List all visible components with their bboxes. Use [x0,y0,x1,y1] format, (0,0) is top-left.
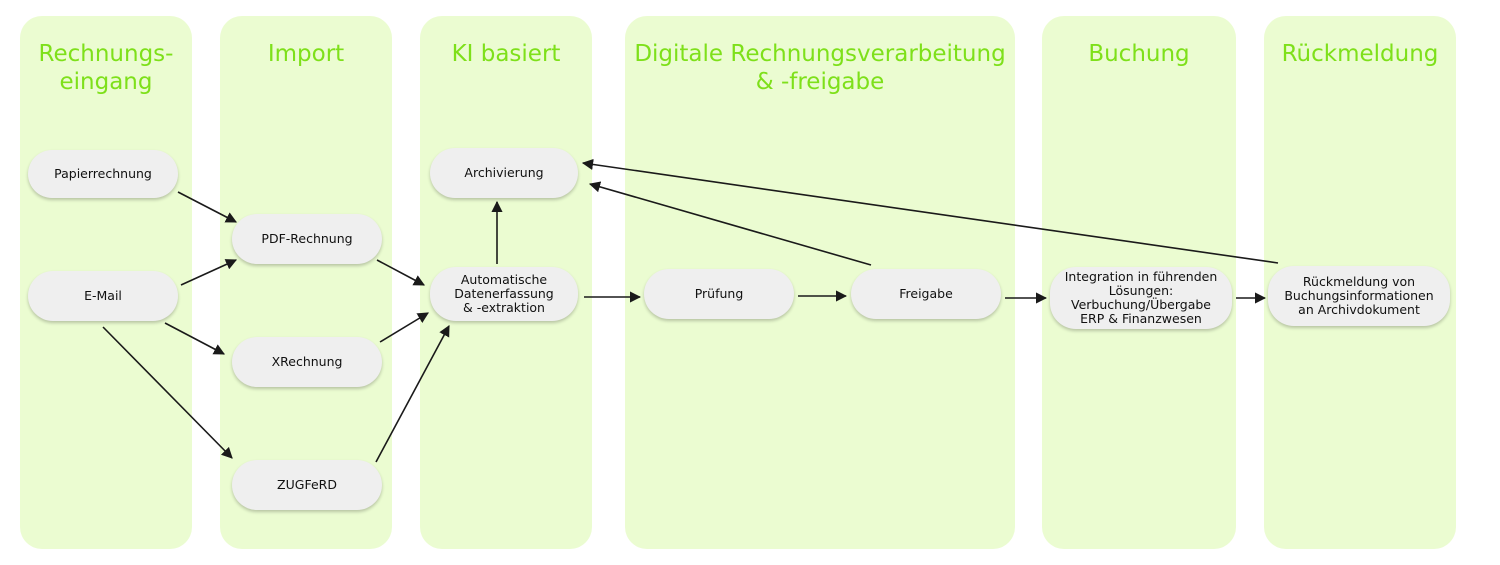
edge-group [102,158,1279,463]
arrow-email-to-pdf [180,259,238,286]
lane-title-ki-basiert: KI basiert [451,41,561,67]
arrow-freigabe-to-archivierung [588,181,872,266]
node-papierrechnung[interactable]: Papierrechnung [28,150,178,198]
lane-title-digitale-verarbeitung: Digitale Rechnungsverarbeitung & -freiga… [634,41,1006,95]
lane-title-buchung: Buchung [1088,41,1190,67]
arrow-rueckmeldung-to-archivierung [581,158,1279,264]
node-freigabe[interactable]: Freigabe [851,269,1001,319]
node-zugferd[interactable]: ZUGFeRD [232,460,382,510]
arrow-email-to-xrechnung [164,322,225,355]
lane-title-rueckmeldung: Rückmeldung [1281,41,1439,67]
node-pdf-rechnung[interactable]: PDF-Rechnung [232,214,382,264]
node-email[interactable]: E-Mail [28,271,178,321]
node-integration-erp[interactable]: Integration in führenden Lösungen: Verbu… [1050,267,1232,329]
node-archivierung[interactable]: Archivierung [430,148,578,198]
arrow-xrechnung-to-erfassung [379,312,429,343]
arrow-papierrechnung-to-pdf [177,191,237,223]
arrow-zugferd-to-erfassung [375,325,450,463]
arrow-email-to-zugferd [102,326,233,459]
node-automatische-datenerfassung[interactable]: Automatische Datenerfassung & -extraktio… [430,267,578,321]
node-xrechnung[interactable]: XRechnung [232,337,382,387]
node-pruefung[interactable]: Prüfung [644,269,794,319]
lane-title-rechnungseingang: Rechnungs- eingang [38,41,174,95]
node-rueckmeldung-buchungsinformationen[interactable]: Rückmeldung von Buchungsinformationen an… [1268,266,1450,326]
lane-title-import: Import [267,41,345,67]
arrow-pdf-to-erfassung [376,259,425,286]
